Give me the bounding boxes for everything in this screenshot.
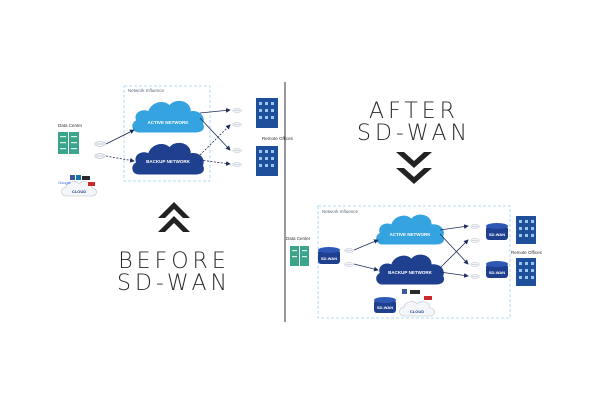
after-remote-offices-label: Remote Offices — [511, 250, 543, 255]
before-facebook-icon — [70, 175, 75, 180]
after-remote-router-1 — [470, 224, 480, 229]
before-remote-office-building-2 — [256, 146, 278, 176]
after-sdwan-appliance-dc: SD-WAN — [318, 247, 340, 264]
before-data-center-label: Data Center — [58, 123, 83, 128]
before-network-influence-box — [123, 85, 211, 182]
svg-text:SD-WAN: SD-WAN — [489, 270, 505, 275]
before-diagram: Network Influence Data Center ACTIVE NET… — [58, 85, 294, 296]
before-remote-router-2 — [232, 122, 242, 127]
after-down-chevron-icon — [396, 152, 432, 184]
before-router-icon-2 — [94, 153, 106, 159]
after-facebook-icon — [402, 289, 407, 294]
after-router-icon-2 — [344, 262, 354, 267]
before-backup-network-label: BACKUP NETWORK — [146, 159, 190, 164]
after-remote-office-building-1 — [516, 216, 536, 244]
after-dropbox-icon — [410, 290, 420, 294]
before-remote-router-3 — [232, 148, 242, 153]
after-remote-router-3 — [470, 262, 480, 267]
after-cloud-label: CLOUD — [410, 309, 424, 314]
before-dropbox-icon — [82, 176, 90, 180]
before-remote-router-4 — [232, 162, 242, 167]
before-remote-router-1 — [232, 108, 242, 113]
before-up-chevron-icon — [158, 202, 190, 232]
before-google-logo: Google — [58, 180, 72, 185]
after-backup-network-label: BACKUP NETWORK — [388, 270, 432, 275]
before-heading-line2: SD-WAN — [117, 271, 231, 296]
before-remote-offices-label: Remote Offices — [262, 136, 294, 141]
after-network-influence-label: Network Influence — [322, 209, 359, 214]
after-data-center-label: Data Center — [286, 236, 311, 241]
after-diagram: AFTER SD-WAN Network Influence Data Cent… — [286, 99, 543, 319]
before-youtube-icon — [88, 182, 95, 186]
after-active-network-cloud — [376, 214, 445, 245]
after-sdwan-appliance-remote-2: SD-WAN — [486, 261, 508, 278]
after-data-center-server-icon — [290, 246, 309, 266]
before-remote-office-building-1 — [256, 98, 278, 128]
before-network-influence-label: Network Influence — [128, 88, 165, 93]
before-data-center-server-icon — [58, 132, 79, 154]
after-remote-router-4 — [470, 274, 480, 279]
after-cloud-apps: CLOUD — [399, 289, 435, 317]
after-remote-router-2 — [470, 238, 480, 243]
before-heading-line1: BEFORE — [118, 249, 229, 274]
after-sdwan-appliance-cloud: SD-WAN — [374, 297, 396, 313]
svg-text:SD-WAN: SD-WAN — [321, 256, 337, 261]
after-network-influence-box — [317, 205, 511, 319]
after-remote-office-building-2 — [516, 258, 536, 286]
before-active-network-label: ACTIVE NETWORK — [148, 120, 190, 125]
before-cloud-label: CLOUD — [72, 189, 86, 194]
before-router-icon-1 — [94, 141, 106, 147]
before-active-network-cloud — [132, 100, 204, 133]
after-router-icon-1 — [344, 248, 354, 253]
before-linkedin-icon — [76, 175, 81, 180]
after-heading-line1: AFTER — [369, 99, 459, 124]
after-youtube-icon — [424, 296, 432, 300]
after-heading-line2: SD-WAN — [357, 121, 471, 146]
svg-text:SD-WAN: SD-WAN — [377, 305, 393, 310]
before-cloud-apps: CLOUD Google — [58, 175, 97, 197]
svg-text:SD-WAN: SD-WAN — [489, 232, 505, 237]
after-active-network-label: ACTIVE NETWORK — [390, 232, 432, 237]
after-sdwan-appliance-remote-1: SD-WAN — [486, 223, 508, 240]
